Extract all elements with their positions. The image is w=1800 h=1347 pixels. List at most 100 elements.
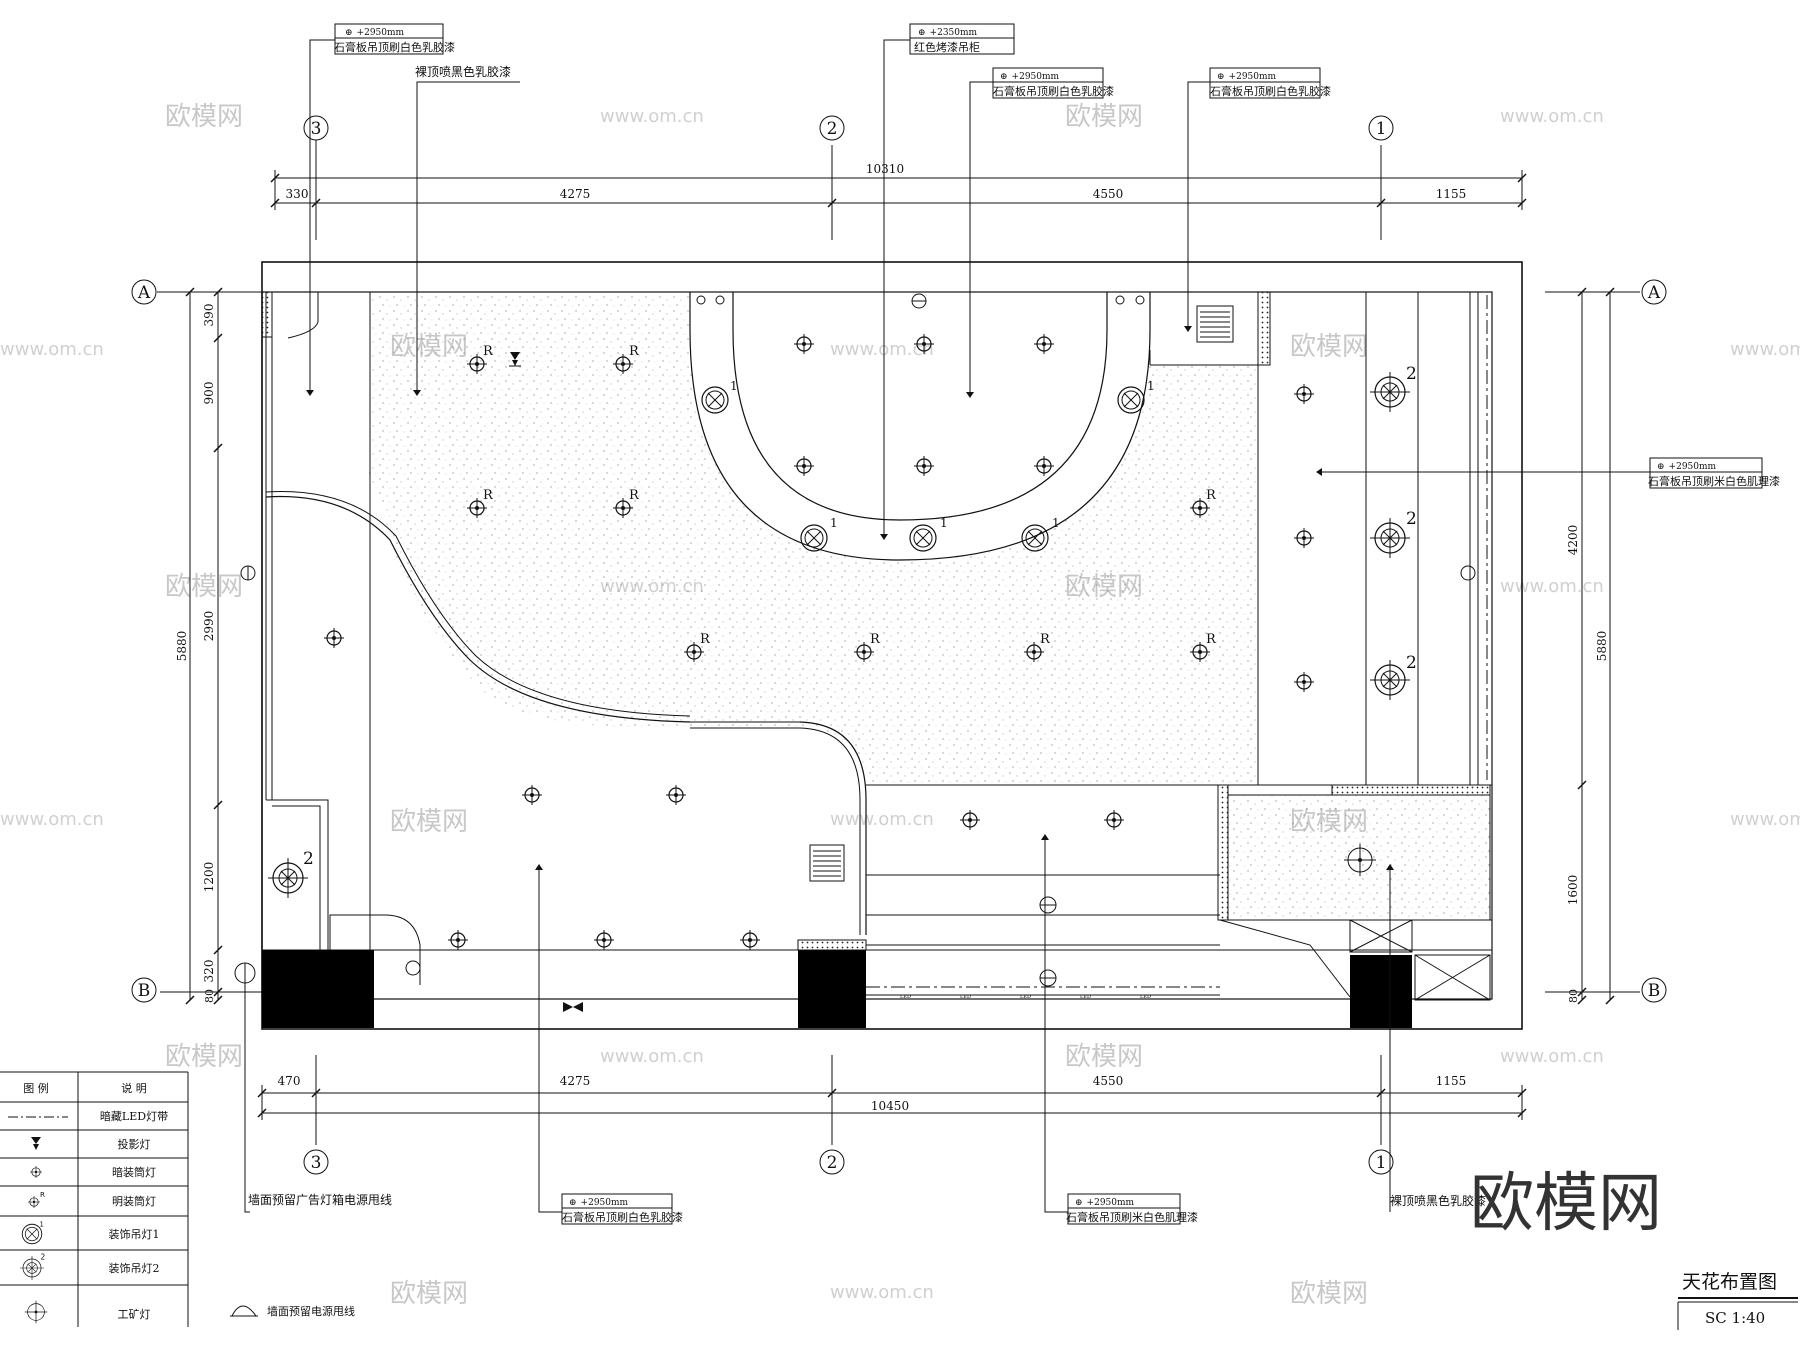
watermark: 欧模网 <box>1290 332 1368 362</box>
drawing-title: 天花布置图 <box>1682 1271 1777 1293</box>
equipment-box <box>1349 919 1413 953</box>
material-note: 石膏板吊顶刷米白色肌理漆 <box>1066 1210 1198 1224</box>
fixture-mark: 1 <box>1147 379 1155 393</box>
column-hatch <box>1257 291 1271 366</box>
watermark: www.om.cn <box>830 1282 934 1303</box>
level-label: ⊕+2950mm <box>1657 462 1717 472</box>
axis-bubble-1-bottom <box>1368 1149 1394 1175</box>
beam-hatch <box>1331 784 1491 796</box>
pillar <box>798 950 866 1028</box>
led-mark: LED <box>900 994 911 1000</box>
wall-socket-icon <box>231 1305 257 1317</box>
fitting <box>1135 295 1145 305</box>
dim-top-seg: 4550 <box>1093 187 1124 201</box>
callout-box <box>1209 67 1321 99</box>
dim-bottom-seg: 1155 <box>1436 1074 1467 1088</box>
watermark: www.om.cn <box>1730 809 1800 830</box>
watermark: 欧模网 <box>165 102 243 132</box>
textured-ceiling-zone <box>368 292 1258 785</box>
pillar-hatch <box>797 939 867 951</box>
watermark: 欧模网 <box>1065 1042 1143 1072</box>
level-label: ⊕+2950mm <box>1000 72 1060 82</box>
walls <box>261 261 1523 1030</box>
dimension-labels: 10310 330 4275 4550 1155 10450 470 4275 … <box>175 162 1609 1113</box>
axis-bubble-a-right <box>1641 279 1667 305</box>
pendant-light-2-icon: 2 <box>19 1253 45 1281</box>
fitting <box>715 295 725 305</box>
title-block: 欧模网 天花布置图 SC 1:40 <box>1470 1167 1798 1330</box>
material-note: 红色烤漆吊柜 <box>914 40 980 54</box>
axis-bubble-1-top <box>1368 115 1394 141</box>
level-label: ⊕+2950mm <box>345 28 405 38</box>
material-note: 石膏板吊顶刷白色乳胶漆 <box>1210 84 1331 98</box>
callout-box <box>909 23 1015 55</box>
watermark: 欧模网 <box>390 807 468 837</box>
recessed-downlight-icon <box>1033 333 1055 355</box>
curved-partition <box>265 495 691 723</box>
watermark: www.om.cn <box>830 339 934 360</box>
pendant-light-2-icon <box>267 857 309 899</box>
surface-downlight-icon: R <box>27 1190 45 1209</box>
fixture-mark: R <box>629 488 640 503</box>
ceiling-zones <box>368 292 1490 920</box>
dim-left-seg: 1200 <box>202 862 216 893</box>
watermark: www.om.cn <box>1730 339 1800 360</box>
dim-left-seg: 320 <box>202 960 216 983</box>
wall-socket-icon <box>405 960 421 976</box>
recessed-downlight-icon <box>1103 809 1125 831</box>
inner-wall <box>261 291 1493 1000</box>
material-note: 石膏板吊顶刷白色乳胶漆 <box>334 40 455 54</box>
dim-right-total: 5880 <box>1595 631 1609 662</box>
equipment-box <box>1414 954 1491 1001</box>
axis-label: A <box>1647 283 1661 303</box>
legend-desc: 工矿灯 <box>118 1308 151 1321</box>
wall-notch <box>266 799 329 950</box>
curved-partition <box>799 727 861 935</box>
watermark: www.om.cn <box>0 339 104 360</box>
recessed-downlight-icon <box>913 455 935 477</box>
callout-box <box>334 23 444 55</box>
fixture-mark: R <box>700 632 711 647</box>
watermark: www.om.cn <box>1500 1046 1604 1067</box>
level-label: ⊕+2350mm <box>918 28 978 38</box>
axis-bubble-3-bottom <box>303 1149 329 1175</box>
fixture-mark: 2 <box>303 849 314 869</box>
projector-light-icon <box>509 352 521 367</box>
legend-desc: 暗装筒灯 <box>112 1165 156 1179</box>
leader-line <box>1187 81 1210 326</box>
pendant-light-1-icon <box>800 524 828 552</box>
dim-top-total: 10310 <box>866 162 904 176</box>
leader-line <box>883 39 910 534</box>
material-note: 裸顶喷黑色乳胶漆 <box>415 64 511 79</box>
axis-bubble-b-left <box>131 977 157 1003</box>
industrial-light-icon <box>24 1300 48 1324</box>
dim-top-seg: 1155 <box>1436 187 1467 201</box>
pendant-light-1-icon <box>909 524 937 552</box>
level-label: ⊕+2950mm <box>569 1198 629 1208</box>
projector-light-icon <box>31 1137 41 1150</box>
partition-line <box>1219 919 1351 998</box>
legend-desc: 装饰吊灯1 <box>109 1227 160 1241</box>
brand-logo: 欧模网 <box>1470 1167 1662 1241</box>
fixture-mark: R <box>483 488 494 503</box>
material-note: 墙面预留电源甩线 <box>267 1304 355 1318</box>
axis-bubble-b-right <box>1641 977 1667 1003</box>
watermark: www.om.cn <box>0 809 104 830</box>
dim-top-seg: 330 <box>286 187 309 201</box>
material-note: 裸顶喷黑色乳胶漆 <box>1390 1193 1486 1208</box>
curved-partition <box>799 721 867 935</box>
watermark: www.om.cn <box>830 809 934 830</box>
fitting <box>696 295 706 305</box>
level-label: ⊕+2950mm <box>1075 1198 1135 1208</box>
recessed-downlight-icon <box>1293 527 1315 549</box>
industrial-light-icon <box>1344 844 1376 876</box>
material-note: 石膏板吊顶刷白色乳胶漆 <box>993 84 1114 98</box>
leader-line <box>309 39 335 390</box>
textured-ceiling-zone-small <box>1228 795 1490 920</box>
drawing-scale: SC 1:40 <box>1705 1309 1765 1327</box>
recessed-downlight-icon <box>323 627 345 649</box>
legend-desc: 暗藏LED灯带 <box>100 1109 168 1123</box>
equipment-box-cross <box>1349 919 1413 953</box>
material-note: 墙面预留广告灯箱电源甩线 <box>248 1192 392 1207</box>
